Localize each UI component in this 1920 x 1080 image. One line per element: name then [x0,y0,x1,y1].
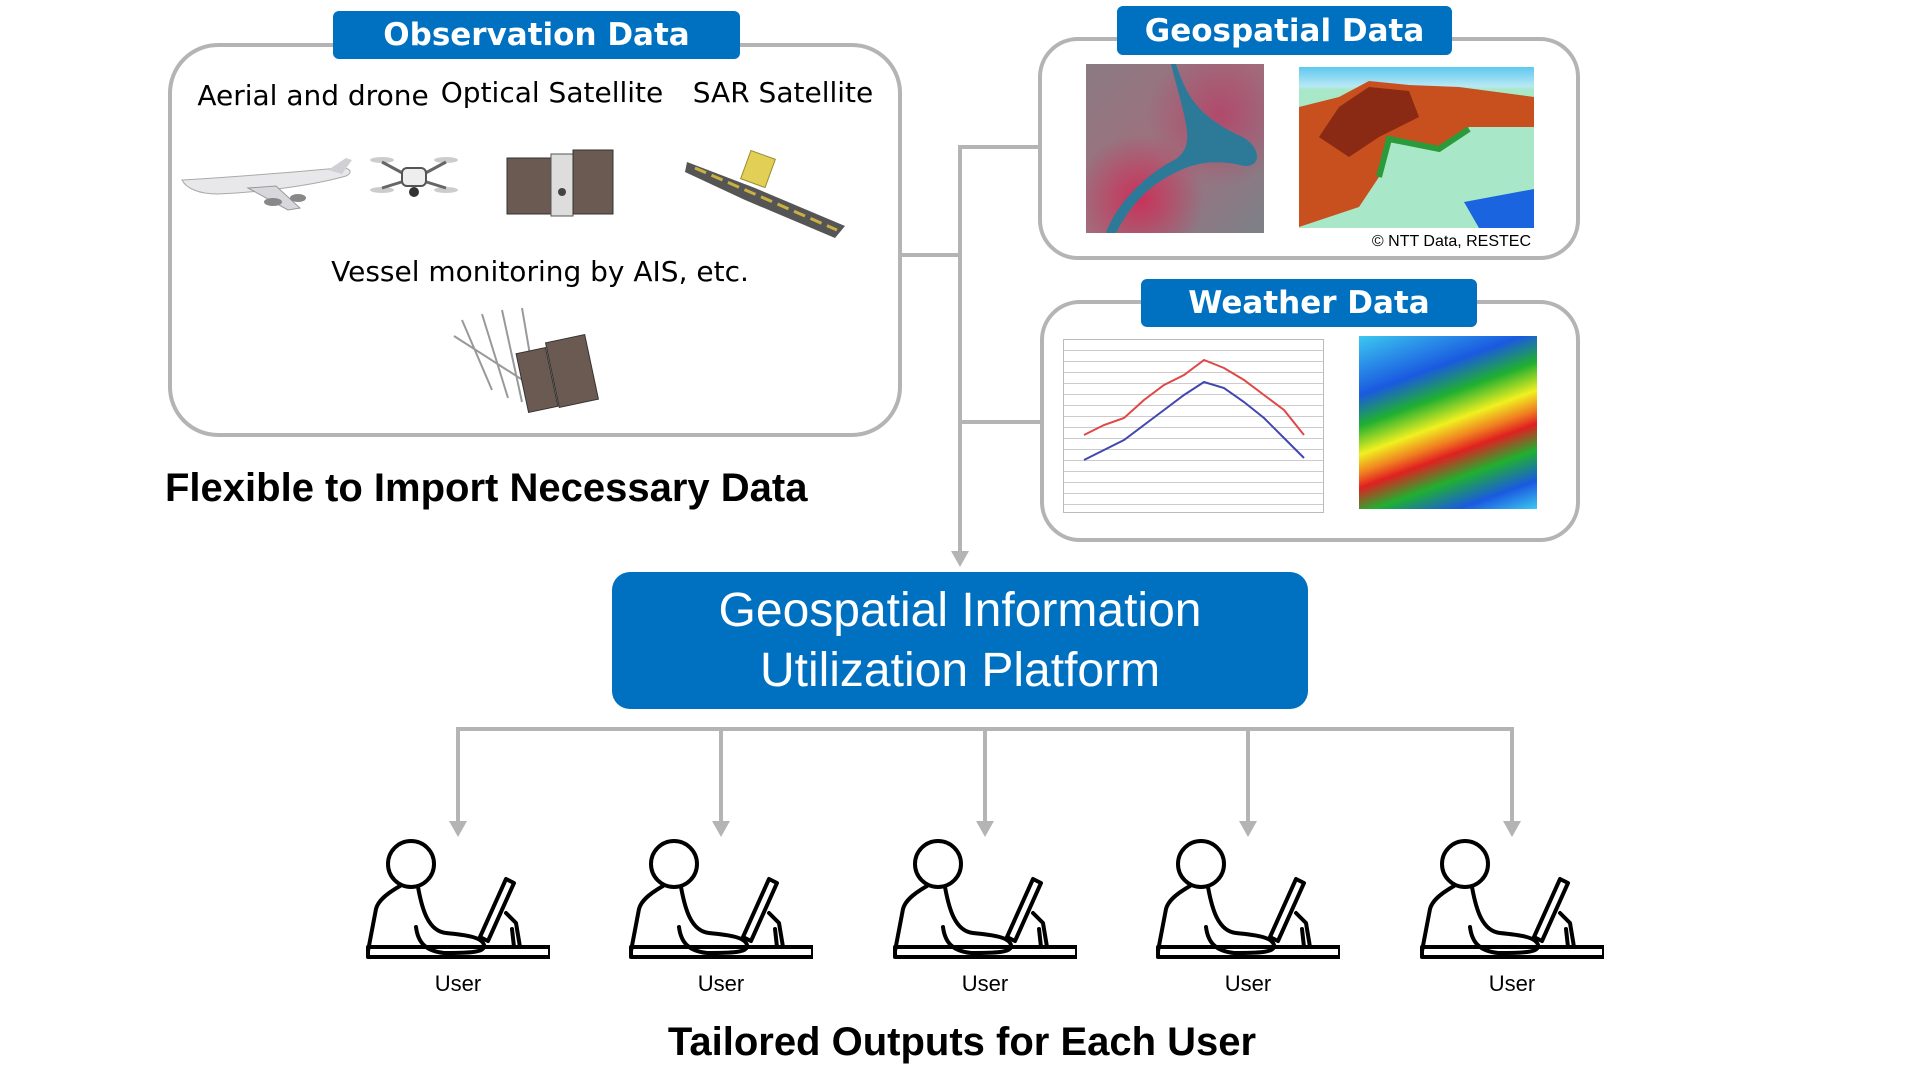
arrow-to-user [712,821,730,837]
user-at-computer-icon [1420,839,1604,959]
connector-geospatial [958,145,1040,149]
source-label-aerial: Aerial and drone [197,79,429,112]
ais-satellite-icon [453,307,600,414]
user-label: User [434,971,482,996]
distribution-branch [719,727,723,821]
connector-trunk [958,145,962,551]
user-at-computer-icon [1156,839,1340,959]
sar-satellite-icon [685,149,845,238]
connector-observation [902,253,962,257]
copyright-text: © NTT Data, RESTEC [1371,233,1531,250]
arrow-to-user [1503,821,1521,837]
user-label: User [1488,971,1536,996]
tailored-caption: Tailored Outputs for Each User [667,1020,1257,1064]
precipitation-map-image [1359,336,1537,509]
source-label-optical: Optical Satellite [440,76,664,109]
user-4: User [1156,839,1340,997]
connector-weather [958,420,1042,424]
vessel-monitoring-label: Vessel monitoring by AIS, etc. [331,255,749,288]
drone-icon [370,157,458,197]
distribution-branch [1246,727,1250,821]
platform-box: Geospatial Information Utilization Platf… [612,572,1308,709]
airplane-icon [181,158,352,211]
geospatial-data-title: Geospatial Data [1117,6,1452,55]
arrow-to-user [1239,821,1257,837]
user-1: User [366,839,550,997]
platform-title-line2: Utilization Platform [759,643,1161,697]
observation-data-title: Observation Data [333,11,740,59]
arrow-to-user [976,821,994,837]
user-3: User [893,839,1077,997]
terrain-3d-image [1299,67,1534,228]
user-label: User [697,971,745,996]
user-label: User [1224,971,1272,996]
user-at-computer-icon [893,839,1077,959]
user-at-computer-icon [366,839,550,959]
temperature-graph-image [1063,339,1324,513]
source-label-sar: SAR Satellite [692,76,874,109]
user-label: User [961,971,1009,996]
optical-satellite-icon [506,149,614,217]
user-at-computer-icon [629,839,813,959]
distribution-branch [1510,727,1514,821]
platform-title-line1: Geospatial Information [718,583,1202,637]
weather-data-title: Weather Data [1141,279,1477,327]
arrow-to-user [449,821,467,837]
user-2: User [629,839,813,997]
flexible-caption: Flexible to Import Necessary Data [165,466,808,510]
satellite-image [1086,64,1264,233]
distribution-branch [983,727,987,821]
user-5: User [1420,839,1604,997]
distribution-branch [456,727,460,821]
arrow-to-platform [951,551,969,567]
